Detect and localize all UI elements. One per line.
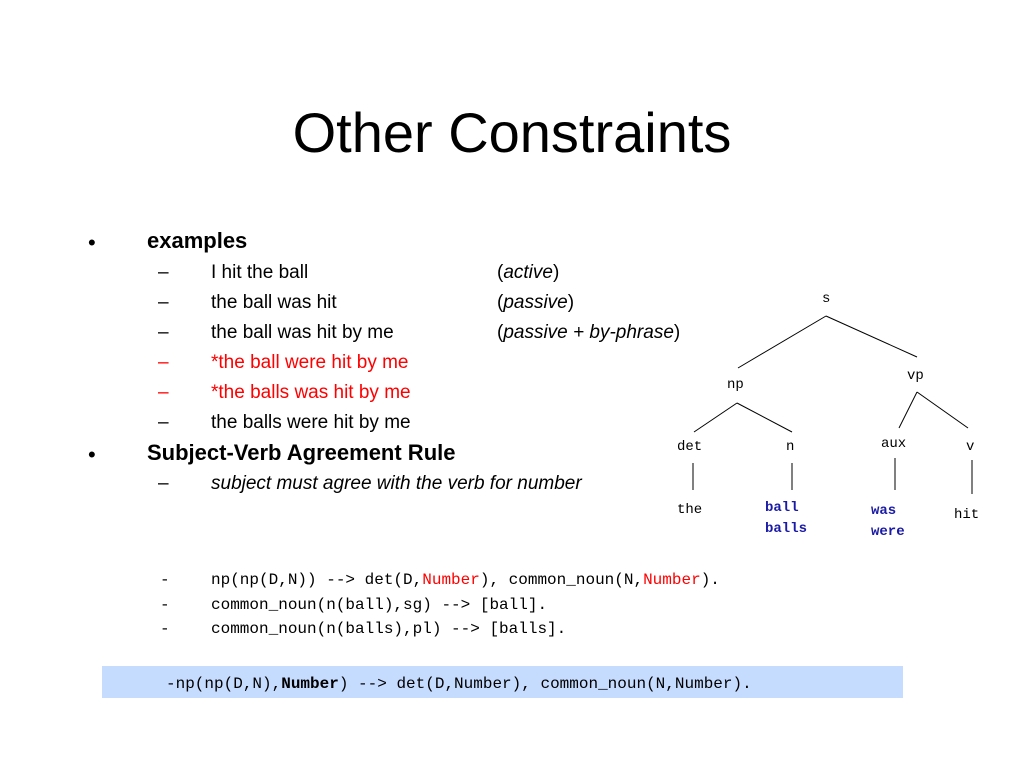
tree-leaf-hit: hit [954, 507, 980, 523]
dash-marker: – [158, 262, 169, 283]
dash-marker: – [158, 352, 169, 373]
tree-leaf-was: was [871, 503, 897, 519]
example-sentence: I hit the ball [211, 262, 309, 283]
dash-marker: – [158, 412, 169, 433]
highlighted-rule-box [102, 666, 903, 698]
dash-marker: – [158, 473, 169, 494]
code-line: np(np(D,N)) --> det(D,Number), common_no… [211, 571, 720, 589]
code-line: common_noun(n(ball),sg) --> [ball]. [211, 596, 548, 614]
tree-edge [736, 402, 793, 433]
highlighted-rule: -np(np(D,N),Number) --> det(D,Number), c… [166, 675, 752, 693]
ungrammatical-sentence: *the ball were hit by me [211, 352, 409, 373]
code-dash: - [160, 620, 170, 638]
tree-leaf-balls: balls [765, 521, 808, 537]
slide-title: Other Constraints [292, 101, 732, 164]
tree-edge [693, 402, 738, 433]
tree-leaf-ball: ball [765, 500, 799, 516]
tree-leaf-the: the [677, 502, 703, 518]
example-sentence: the ball was hit [211, 292, 337, 313]
example-sentence: the ball was hit by me [211, 322, 394, 343]
code-dash: - [160, 596, 170, 614]
bullet-marker: • [88, 230, 96, 255]
tree-node-np: np [727, 377, 744, 393]
example-note: (passive + by-phrase) [497, 322, 681, 343]
tree-node-n: n [786, 439, 795, 455]
ungrammatical-sentence: *the balls was hit by me [211, 382, 411, 403]
code-line: common_noun(n(balls),pl) --> [balls]. [211, 620, 567, 638]
bullet-marker: • [88, 442, 96, 467]
tree-edge [898, 391, 918, 429]
dash-marker: – [158, 322, 169, 343]
tree-node-s: s [822, 291, 831, 307]
tree-node-vp: vp [907, 368, 924, 384]
tree-edge [916, 391, 969, 429]
tree-node-v: v [966, 439, 975, 455]
code-dash: - [160, 571, 170, 589]
tree-leaf-were: were [871, 524, 905, 540]
example-sentence: the balls were hit by me [211, 412, 411, 433]
dash-marker: – [158, 292, 169, 313]
rule-text: subject must agree with the verb for num… [211, 473, 582, 494]
examples-heading: examples [147, 228, 248, 253]
tree-node-aux: aux [881, 436, 907, 452]
tree-node-det: det [677, 439, 703, 455]
tree-edge [737, 315, 827, 369]
example-note: (active) [497, 262, 560, 283]
tree-edge [825, 315, 918, 358]
rule-heading: Subject-Verb Agreement Rule [147, 440, 456, 465]
dash-marker: – [158, 382, 169, 403]
example-note: (passive) [497, 292, 575, 313]
